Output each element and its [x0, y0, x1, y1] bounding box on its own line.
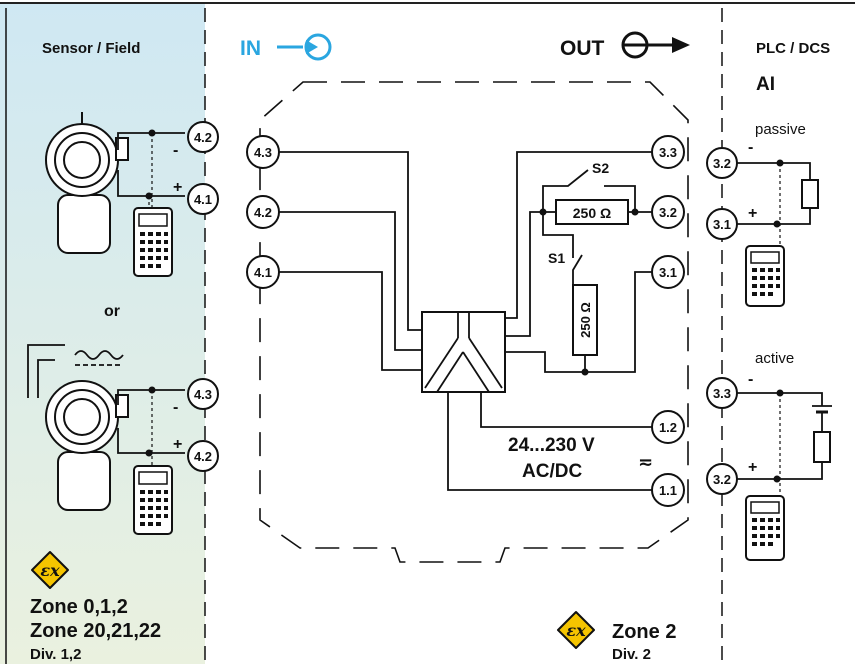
terminal-field-4-3: 4.3	[187, 378, 219, 410]
handheld-terminal-icon	[133, 207, 173, 277]
minus-sign: -	[173, 142, 178, 159]
svg-text:3.2: 3.2	[713, 156, 731, 171]
transmitter-icon	[45, 112, 129, 254]
sensor-field-area	[0, 4, 205, 664]
svg-text:250 Ω: 250 Ω	[578, 302, 593, 338]
div-right-label: Div. 2	[612, 646, 651, 663]
zone-right-label: Zone 2	[612, 621, 676, 643]
device-housing-outline	[259, 81, 689, 563]
minus-sign-active: -	[748, 371, 753, 388]
plc-dcs-label: PLC / DCS	[756, 40, 830, 57]
terminal-out-3-3: 3.3	[651, 135, 685, 169]
passive-label: passive	[755, 121, 806, 138]
load-resistor-passive	[801, 179, 819, 209]
load-resistor-active	[813, 431, 831, 463]
sensor-field-label: Sensor / Field	[42, 40, 140, 57]
terminal-plc-active-3-3: 3.3	[706, 377, 738, 409]
transmitter-icon-2	[45, 380, 129, 511]
plus-sign-2: +	[173, 436, 182, 453]
svg-text:4.1: 4.1	[254, 265, 272, 280]
svg-text:εx: εx	[40, 561, 60, 580]
internal-wiring	[279, 151, 652, 491]
div-left-label: Div. 1,2	[30, 646, 81, 663]
active-label: active	[755, 350, 794, 367]
handheld-terminal-icon-2	[133, 465, 173, 535]
minus-sign-passive: -	[748, 139, 753, 156]
switch-s2-label: S2	[592, 160, 609, 176]
svg-text:3.1: 3.1	[659, 265, 677, 280]
out-label: OUT	[560, 37, 605, 60]
terminal-supply-1-1: 1.1	[651, 473, 685, 507]
in-arrow-icon	[277, 33, 332, 61]
ex-hazard-icon: εx	[31, 551, 69, 589]
svg-text:4.2: 4.2	[194, 449, 212, 464]
zone-left-label-2: Zone 20,21,22	[30, 620, 161, 642]
svg-text:1.1: 1.1	[659, 483, 677, 498]
supply-type-label: AC/DC	[522, 461, 582, 482]
switch-s1-label: S1	[548, 250, 565, 266]
signal-converter-block	[421, 311, 506, 393]
svg-text:4.2: 4.2	[194, 130, 212, 145]
terminal-in-4-2: 4.2	[246, 195, 280, 229]
terminal-out-3-2: 3.2	[651, 195, 685, 229]
active-source-wiring	[737, 392, 832, 480]
svg-text:1.2: 1.2	[659, 420, 677, 435]
svg-text:3.3: 3.3	[713, 386, 731, 401]
svg-text:3.3: 3.3	[659, 145, 677, 160]
svg-text:4.3: 4.3	[254, 145, 272, 160]
terminal-out-3-1: 3.1	[651, 255, 685, 289]
supply-voltage-label: 24...230 V	[508, 435, 595, 456]
svg-text:3.2: 3.2	[713, 472, 731, 487]
svg-text:4.2: 4.2	[254, 205, 272, 220]
terminal-field-4-1: 4.1	[187, 183, 219, 215]
svg-text:250 Ω: 250 Ω	[573, 205, 611, 221]
terminal-field-4-2: 4.2	[187, 121, 219, 153]
zone-left-label-1: Zone 0,1,2	[30, 596, 128, 618]
resistor-horizontal: 250 Ω	[555, 199, 629, 225]
terminal-in-4-1: 4.1	[246, 255, 280, 289]
terminal-plc-passive-3-2: 3.2	[706, 147, 738, 179]
terminal-plc-active-3-2: 3.2	[706, 463, 738, 495]
plus-sign: +	[173, 179, 182, 196]
svg-text:3.2: 3.2	[659, 205, 677, 220]
plus-sign-passive: +	[748, 205, 757, 222]
terminal-supply-1-2: 1.2	[651, 410, 685, 444]
plus-sign-active: +	[748, 459, 757, 476]
in-label: IN	[240, 37, 261, 60]
ai-label: AI	[756, 74, 775, 95]
svg-text:4.1: 4.1	[194, 192, 212, 207]
minus-sign-2: -	[173, 399, 178, 416]
frequency-signal-icon	[27, 344, 124, 398]
handheld-terminal-icon-4	[745, 495, 785, 561]
out-arrow-icon	[621, 31, 690, 59]
terminal-field-4-2b: 4.2	[187, 440, 219, 472]
svg-text:εx: εx	[566, 621, 586, 640]
or-label: or	[104, 303, 120, 320]
svg-text:3.1: 3.1	[713, 217, 731, 232]
terminal-plc-passive-3-1: 3.1	[706, 208, 738, 240]
handheld-terminal-icon-3	[745, 245, 785, 307]
ac-dc-symbol: ≂	[638, 452, 653, 472]
resistor-vertical: 250 Ω	[572, 284, 598, 356]
ex-hazard-icon-2: εx	[557, 611, 595, 649]
terminal-in-4-3: 4.3	[246, 135, 280, 169]
svg-text:4.3: 4.3	[194, 387, 212, 402]
